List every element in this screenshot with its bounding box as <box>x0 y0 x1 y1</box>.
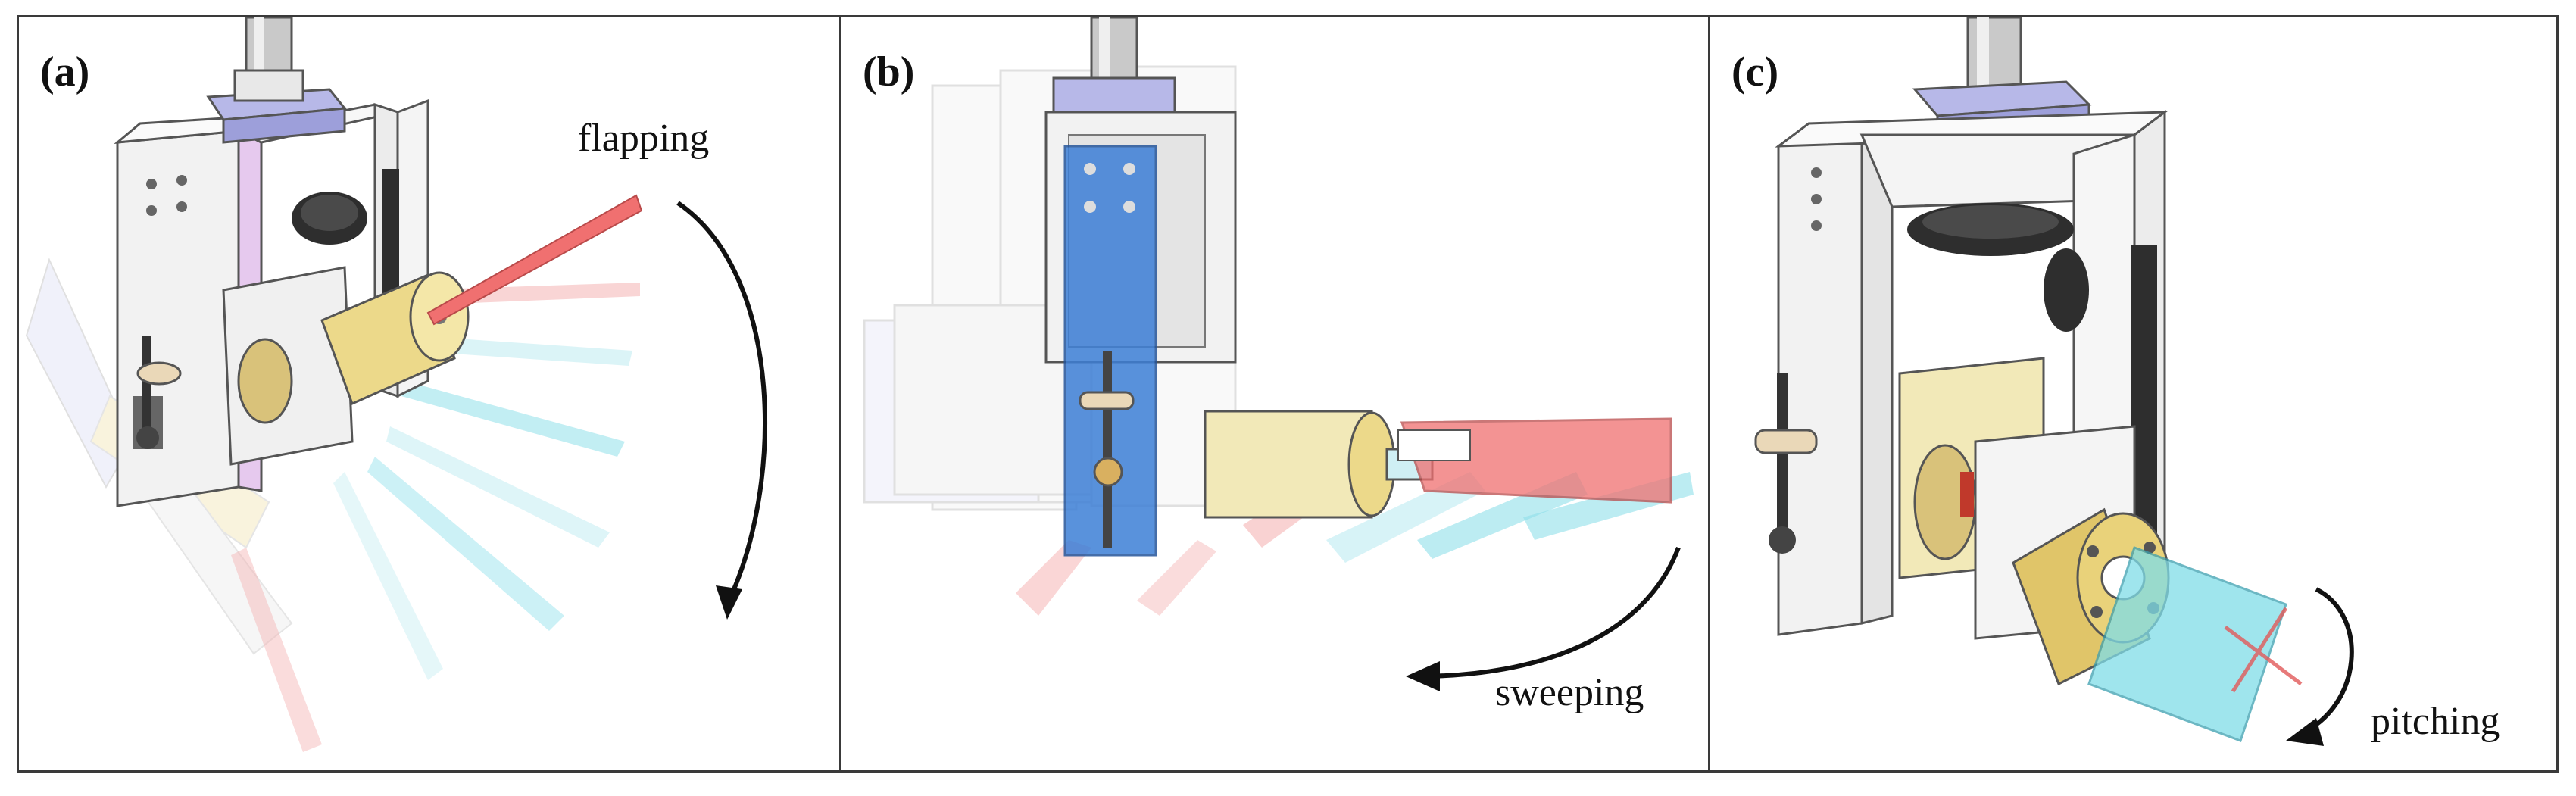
wing-red <box>426 194 643 326</box>
panel-c: (c) pitching <box>1710 17 2556 770</box>
shaft <box>1052 17 1176 114</box>
pitching-mechanism-illustration <box>1754 17 2354 746</box>
motion-label-pitching: pitching <box>2371 700 2500 743</box>
flapping-mechanism-illustration <box>25 17 767 752</box>
panel-label-b: (b) <box>863 48 915 95</box>
panel-b: (b) sweeping <box>841 17 1708 770</box>
motion-label-flapping: flapping <box>578 117 710 160</box>
motion-label-sweeping: sweeping <box>1495 671 1644 714</box>
clamp-screw <box>136 336 182 449</box>
sweeping-arrow <box>1416 546 1681 679</box>
arrowhead-icon <box>1406 661 1440 691</box>
panel-a: (a) flapping <box>19 17 839 770</box>
ghost-wings <box>231 283 640 752</box>
sweeping-mechanism-illustration <box>863 17 1694 691</box>
motor <box>1204 410 1434 519</box>
panel-divider <box>839 15 841 773</box>
clamp-screw <box>1754 373 1818 554</box>
flapping-arrow <box>676 201 767 606</box>
arrowhead-icon <box>2286 718 2324 746</box>
figure-frame <box>17 15 2559 773</box>
bevel-gear <box>292 169 399 305</box>
gear-housing <box>133 266 354 466</box>
arrowhead-icon <box>716 585 742 620</box>
pitching-arrow <box>2300 587 2354 735</box>
gear-housing <box>1898 357 2136 640</box>
clamp-screw <box>1079 351 1135 548</box>
wing-cyan <box>2087 546 2287 742</box>
panel-label-c: (c) <box>1731 48 1779 95</box>
panel-label-a: (a) <box>40 48 90 95</box>
wing-red <box>2224 607 2303 693</box>
panel-divider <box>1708 15 1710 773</box>
shaft <box>206 17 347 144</box>
